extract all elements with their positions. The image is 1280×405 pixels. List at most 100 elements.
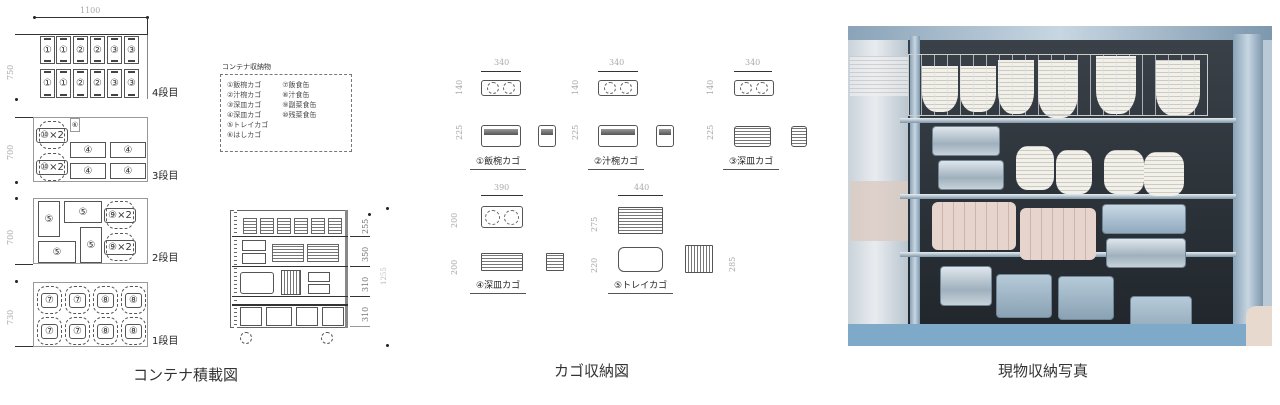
caption-container-stacking: コンテナ積載図: [133, 366, 239, 384]
bowl-stack: [1104, 150, 1144, 194]
dim-arrow: [15, 346, 33, 347]
bowl-stack: [1016, 146, 1054, 190]
width-dimension-label: 1100: [80, 6, 101, 15]
food-container: [308, 272, 330, 282]
kago5-side-view: [685, 245, 713, 273]
food-container: [240, 307, 262, 326]
slot-4: ④: [70, 142, 106, 158]
legend-item: ⑧汁食缶: [282, 91, 310, 99]
kago3-depth-label: 140: [706, 79, 715, 95]
wire-basket-row: [908, 54, 1208, 116]
bowl-stack: [1144, 152, 1184, 196]
legend-item: ⑩残菜食缶: [282, 111, 317, 119]
tier1-label: 1段目: [152, 336, 179, 347]
slot-9x2: ⑨×2: [104, 233, 136, 261]
basket: [311, 218, 325, 234]
tier3: ⑩×2 ⑩×2 ⑥ ④ ④ ④ ④: [33, 117, 148, 182]
food-container: [296, 307, 318, 326]
door-reflection: [850, 56, 910, 96]
legend-item: ①飯椀カゴ: [227, 81, 262, 89]
basket: [294, 218, 308, 234]
slot-6: ⑥: [70, 118, 80, 132]
food-container: [1058, 276, 1114, 320]
tier4-top-edge: [33, 34, 148, 35]
kago5-width-label: 440: [634, 183, 650, 192]
dim-dot: [15, 181, 18, 184]
slot-5: ⑤: [80, 227, 102, 263]
person-hand: [1246, 306, 1272, 346]
food-container: [322, 307, 344, 326]
legend-item: ⑦飯食缶: [282, 81, 310, 89]
dim-arrow: [15, 34, 33, 35]
kago2-name: ②汁椀カゴ: [588, 154, 645, 170]
kago3-name: ③深皿カゴ: [723, 154, 780, 170]
basket: [243, 218, 257, 234]
slot-4: ④: [110, 142, 146, 158]
legend-title: コンテナ収納物: [222, 63, 271, 71]
legend-box: ①飯椀カゴ ②汁椀カゴ ③深皿カゴ ④深皿カゴ ⑤トレイカゴ ⑥はしカゴ ⑦飯食…: [220, 74, 352, 152]
caption-actual-photo: 現物収納写真: [998, 362, 1089, 380]
dim-line: [734, 71, 772, 72]
kago5-height-label: 220: [590, 257, 599, 273]
food-container: [996, 274, 1052, 318]
caster-wheel-icon: [240, 332, 252, 344]
dim-line: [618, 195, 663, 196]
caption-basket-storage: カゴ収納図: [554, 362, 630, 380]
food-container: [940, 266, 992, 306]
tray-basket-side: [281, 270, 301, 295]
slot-8: ⑧: [93, 286, 118, 314]
cart-right-post: [345, 210, 348, 328]
kago2-top-view: [598, 80, 638, 96]
kago4-depth-label: 200: [450, 212, 459, 228]
legend-column-1: ①飯椀カゴ ②汁椀カゴ ③深皿カゴ ④深皿カゴ ⑤トレイカゴ ⑥はしカゴ: [227, 80, 268, 140]
slot-1: ①: [56, 36, 71, 64]
legend-item: ③深皿カゴ: [227, 101, 262, 109]
kago5-depth-label: 275: [590, 216, 599, 232]
dim-line: [481, 195, 523, 196]
legend-item: ②汁椀カゴ: [227, 91, 262, 99]
kago1-width-label: 340: [494, 58, 510, 67]
tier4-right-edge: [147, 35, 148, 99]
kago2-height-label: 225: [571, 124, 580, 140]
kago1-top-view: [481, 80, 521, 96]
kago4-name: ④深皿カゴ: [470, 278, 527, 294]
dim-tick: [350, 266, 370, 267]
slot-2: ②: [73, 69, 88, 98]
kago4-top-view: [481, 206, 523, 228]
dim-arrow: [15, 264, 33, 265]
tier4-height-label: 750: [6, 64, 15, 80]
slot-2: ②: [73, 36, 88, 64]
storage-photo: [848, 26, 1272, 346]
shelf-line: [232, 296, 348, 297]
kago4-width-label: 390: [494, 183, 510, 192]
tier1: ⑦ ⑦ ⑧ ⑧ ⑦ ⑦ ⑧ ⑧: [33, 282, 148, 347]
dim-label: 350: [361, 246, 370, 262]
kago3-front-view: [734, 126, 771, 147]
food-container: [242, 240, 266, 251]
slot-3: ③: [124, 69, 139, 98]
kago3-height-label: 225: [706, 124, 715, 140]
kago1-depth-label: 140: [455, 79, 464, 95]
shelf-line: [232, 304, 348, 306]
cabinet-right-frame: [1233, 34, 1263, 334]
kago5-name: ⑤トレイカゴ: [608, 278, 674, 294]
bowl-stack: [1056, 150, 1092, 194]
slot-2: ②: [90, 36, 105, 64]
slot-5: ⑤: [38, 241, 76, 263]
slot-3: ③: [107, 36, 122, 64]
kago1-front-view: [481, 125, 521, 147]
kago5-side-height-label: 285: [728, 256, 737, 272]
dim-label: 310: [361, 306, 370, 322]
tray-basket: [240, 272, 274, 294]
legend-column-2: ⑦飯食缶 ⑧汁食缶 ⑨副菜食缶 ⑩残菜食缶: [282, 80, 316, 140]
basket: [272, 244, 304, 262]
food-container: [308, 284, 330, 294]
slot-1: ①: [40, 36, 55, 64]
kago2-width-label: 340: [609, 58, 625, 67]
slot-7: ⑦: [65, 286, 90, 314]
dim-tick: [350, 236, 370, 237]
caster-wheel-icon: [321, 332, 333, 344]
kago4-front-view: [481, 253, 523, 271]
slot-4: ④: [110, 163, 146, 179]
slot-10x2: ⑩×2: [36, 153, 68, 181]
